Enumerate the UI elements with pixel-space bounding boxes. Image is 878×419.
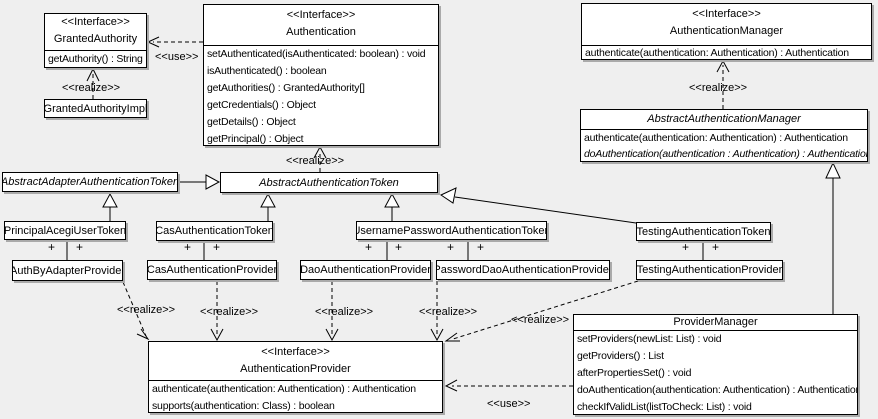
realize-label: <<realize>> (315, 306, 374, 318)
multiplicity-plus: + (395, 240, 403, 254)
realize-label: <<realize>> (419, 306, 478, 318)
class-header: <<Interface>> GrantedAuthority (45, 14, 146, 51)
method-label: setAuthenticated(isAuthenticated: boolea… (207, 48, 426, 60)
realize-label: <<realize>> (62, 82, 121, 94)
class-name: CasAuthenticationProvider (147, 264, 277, 276)
use-label: <<use>> (487, 398, 531, 410)
method-label: getAuthority() : String (48, 53, 143, 65)
class-name: CasAuthenticationToken (156, 225, 273, 237)
method-label: authenticate(authentication: Authenticat… (152, 383, 416, 395)
class-header: AbstractAuthenticationManager (581, 110, 867, 130)
class-name: GrantedAuthority (53, 33, 138, 45)
method-label: getCredentials() : Object (207, 99, 316, 111)
realize-label: <<realize>> (200, 306, 259, 318)
class-name: DaoAuthenticationProvider (300, 264, 431, 276)
multiplicity-plus: + (213, 240, 221, 254)
method-label: isAuthenticated() : boolean (207, 65, 327, 77)
stereotype-label: <<Interface>> (692, 8, 761, 20)
realize-label: <<realize>> (117, 304, 176, 316)
class-box-auth-by-adapter-provider[interactable]: AuthByAdapterProvider (12, 260, 123, 281)
method-label: checkIfValidList(listToCheck: List) : vo… (577, 401, 752, 413)
multiplicity-plus: + (447, 240, 455, 254)
class-name: ProviderManager (673, 316, 758, 328)
class-box-password-dao-authentication-provider[interactable]: PasswordDaoAuthenticationProvider (436, 260, 610, 280)
class-box-authentication[interactable]: <<Interface>> Authentication setAuthenti… (203, 4, 439, 146)
class-name: PasswordDaoAuthenticationProvider (436, 264, 610, 276)
use-label: <<use>> (155, 51, 199, 63)
method-label: doAuthentication(authentication: Authent… (577, 384, 857, 396)
multiplicity-plus: + (477, 240, 485, 254)
class-name: UsernamePasswordAuthenticationToken (356, 224, 547, 237)
class-name: AuthenticationProvider (240, 363, 351, 375)
method-label: getAuthorities() : GrantedAuthority[] (207, 82, 365, 94)
class-box-cas-authentication-token[interactable]: CasAuthenticationToken (156, 221, 273, 241)
multiplicity-plus: + (184, 240, 192, 254)
method-label: setProviders(newList: List) : void (577, 333, 722, 345)
class-header: ProviderManager (574, 315, 857, 331)
class-header: <<Interface>> AuthenticationManager (582, 4, 871, 46)
method-label: doAuthentication(authentication : Authen… (584, 148, 867, 160)
class-box-username-password-authentication-token[interactable]: UsernamePasswordAuthenticationToken (356, 221, 547, 240)
association-line (66, 240, 704, 260)
class-box-principal-acegi-user-token[interactable]: PrincipalAcegiUserToken (4, 221, 126, 240)
class-box-cas-authentication-provider[interactable]: CasAuthenticationProvider (147, 260, 277, 280)
class-box-abstract-authentication-manager[interactable]: AbstractAuthenticationManager authentica… (580, 109, 868, 162)
class-box-testing-authentication-provider[interactable]: TestingAuthenticationProvider (636, 260, 783, 280)
multiplicity-plus: + (76, 240, 84, 254)
method-label: supports(authentication: Class) : boolea… (152, 400, 335, 412)
method-label: authenticate(authentication: Authenticat… (584, 132, 848, 144)
method-label: getPrincipal() : Object (207, 133, 304, 145)
class-header: <<Interface>> Authentication (204, 5, 438, 46)
class-name: AbstractAuthenticationToken (259, 176, 399, 189)
method-label: getProviders() : List (577, 350, 664, 362)
multiplicity-plus: + (682, 240, 690, 254)
method-label: authenticate(authentication: Authenticat… (585, 47, 849, 59)
class-name: GrantedAuthorityImpl (44, 102, 147, 115)
class-name: AuthenticationManager (669, 25, 784, 37)
class-name: AbstractAdapterAuthenticationToken (2, 176, 178, 188)
realize-label: <<realize>> (511, 314, 570, 326)
multiplicity-plus: + (712, 240, 720, 254)
method-label: getDetails() : Object (207, 116, 296, 128)
class-name: TestingAuthenticationProvider (636, 264, 783, 276)
multiplicity-plus: + (48, 240, 56, 254)
class-box-abstract-adapter-authentication-token[interactable]: AbstractAdapterAuthenticationToken (2, 172, 178, 192)
class-header: <<Interface>> AuthenticationProvider (149, 342, 442, 381)
class-box-authentication-provider[interactable]: <<Interface>> AuthenticationProvider aut… (148, 341, 443, 413)
method-label: afterPropertiesSet() : void (577, 367, 692, 379)
class-box-testing-authentication-token[interactable]: TestingAuthenticationToken (636, 222, 771, 241)
stereotype-label: <<Interface>> (286, 9, 356, 21)
class-name: AbstractAuthenticationManager (647, 113, 801, 125)
class-name: PrincipalAcegiUserToken (4, 224, 126, 237)
class-box-provider-manager[interactable]: ProviderManager setProviders(newList: Li… (573, 314, 858, 415)
class-box-authentication-manager[interactable]: <<Interface>> AuthenticationManager auth… (581, 3, 872, 60)
class-box-abstract-authentication-token[interactable]: AbstractAuthenticationToken (220, 172, 438, 193)
realize-label: <<realize>> (286, 155, 345, 167)
class-name: AuthByAdapterProvider (12, 264, 123, 277)
class-box-dao-authentication-provider[interactable]: DaoAuthenticationProvider (300, 260, 431, 280)
stereotype-label: <<Interface>> (261, 346, 330, 358)
class-box-granted-authority[interactable]: <<Interface>> GrantedAuthority getAuthor… (44, 13, 147, 68)
class-name: TestingAuthenticationToken (636, 225, 771, 238)
stereotype-label: <<Interface>> (61, 16, 130, 28)
realize-label: <<realize>> (689, 82, 748, 94)
class-name: Authentication (286, 26, 356, 38)
multiplicity-plus: + (365, 240, 373, 254)
class-box-granted-authority-impl[interactable]: GrantedAuthorityImpl (44, 99, 147, 118)
